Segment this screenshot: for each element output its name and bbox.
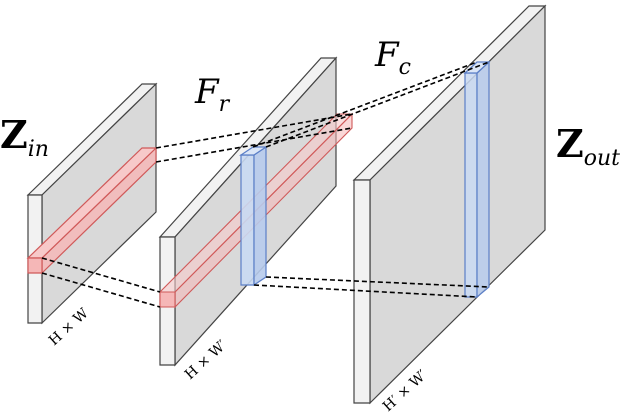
f-r-label: Fr <box>194 72 231 117</box>
connector-col-bottom <box>265 276 490 288</box>
output-column-highlight <box>463 60 491 299</box>
connector-row-top <box>155 113 353 149</box>
connector-col-bottom-left <box>253 284 478 298</box>
connector-lines <box>41 61 490 308</box>
mid-column-highlight <box>239 145 268 287</box>
connector-row-bottom <box>41 257 161 293</box>
f-c-label: Fc <box>374 35 411 80</box>
z-out-label: Zout <box>556 121 620 171</box>
connector-row-top-lower <box>155 127 353 163</box>
connector-row-bottom-lower <box>41 272 161 308</box>
z-in-label: Zin <box>0 112 49 162</box>
